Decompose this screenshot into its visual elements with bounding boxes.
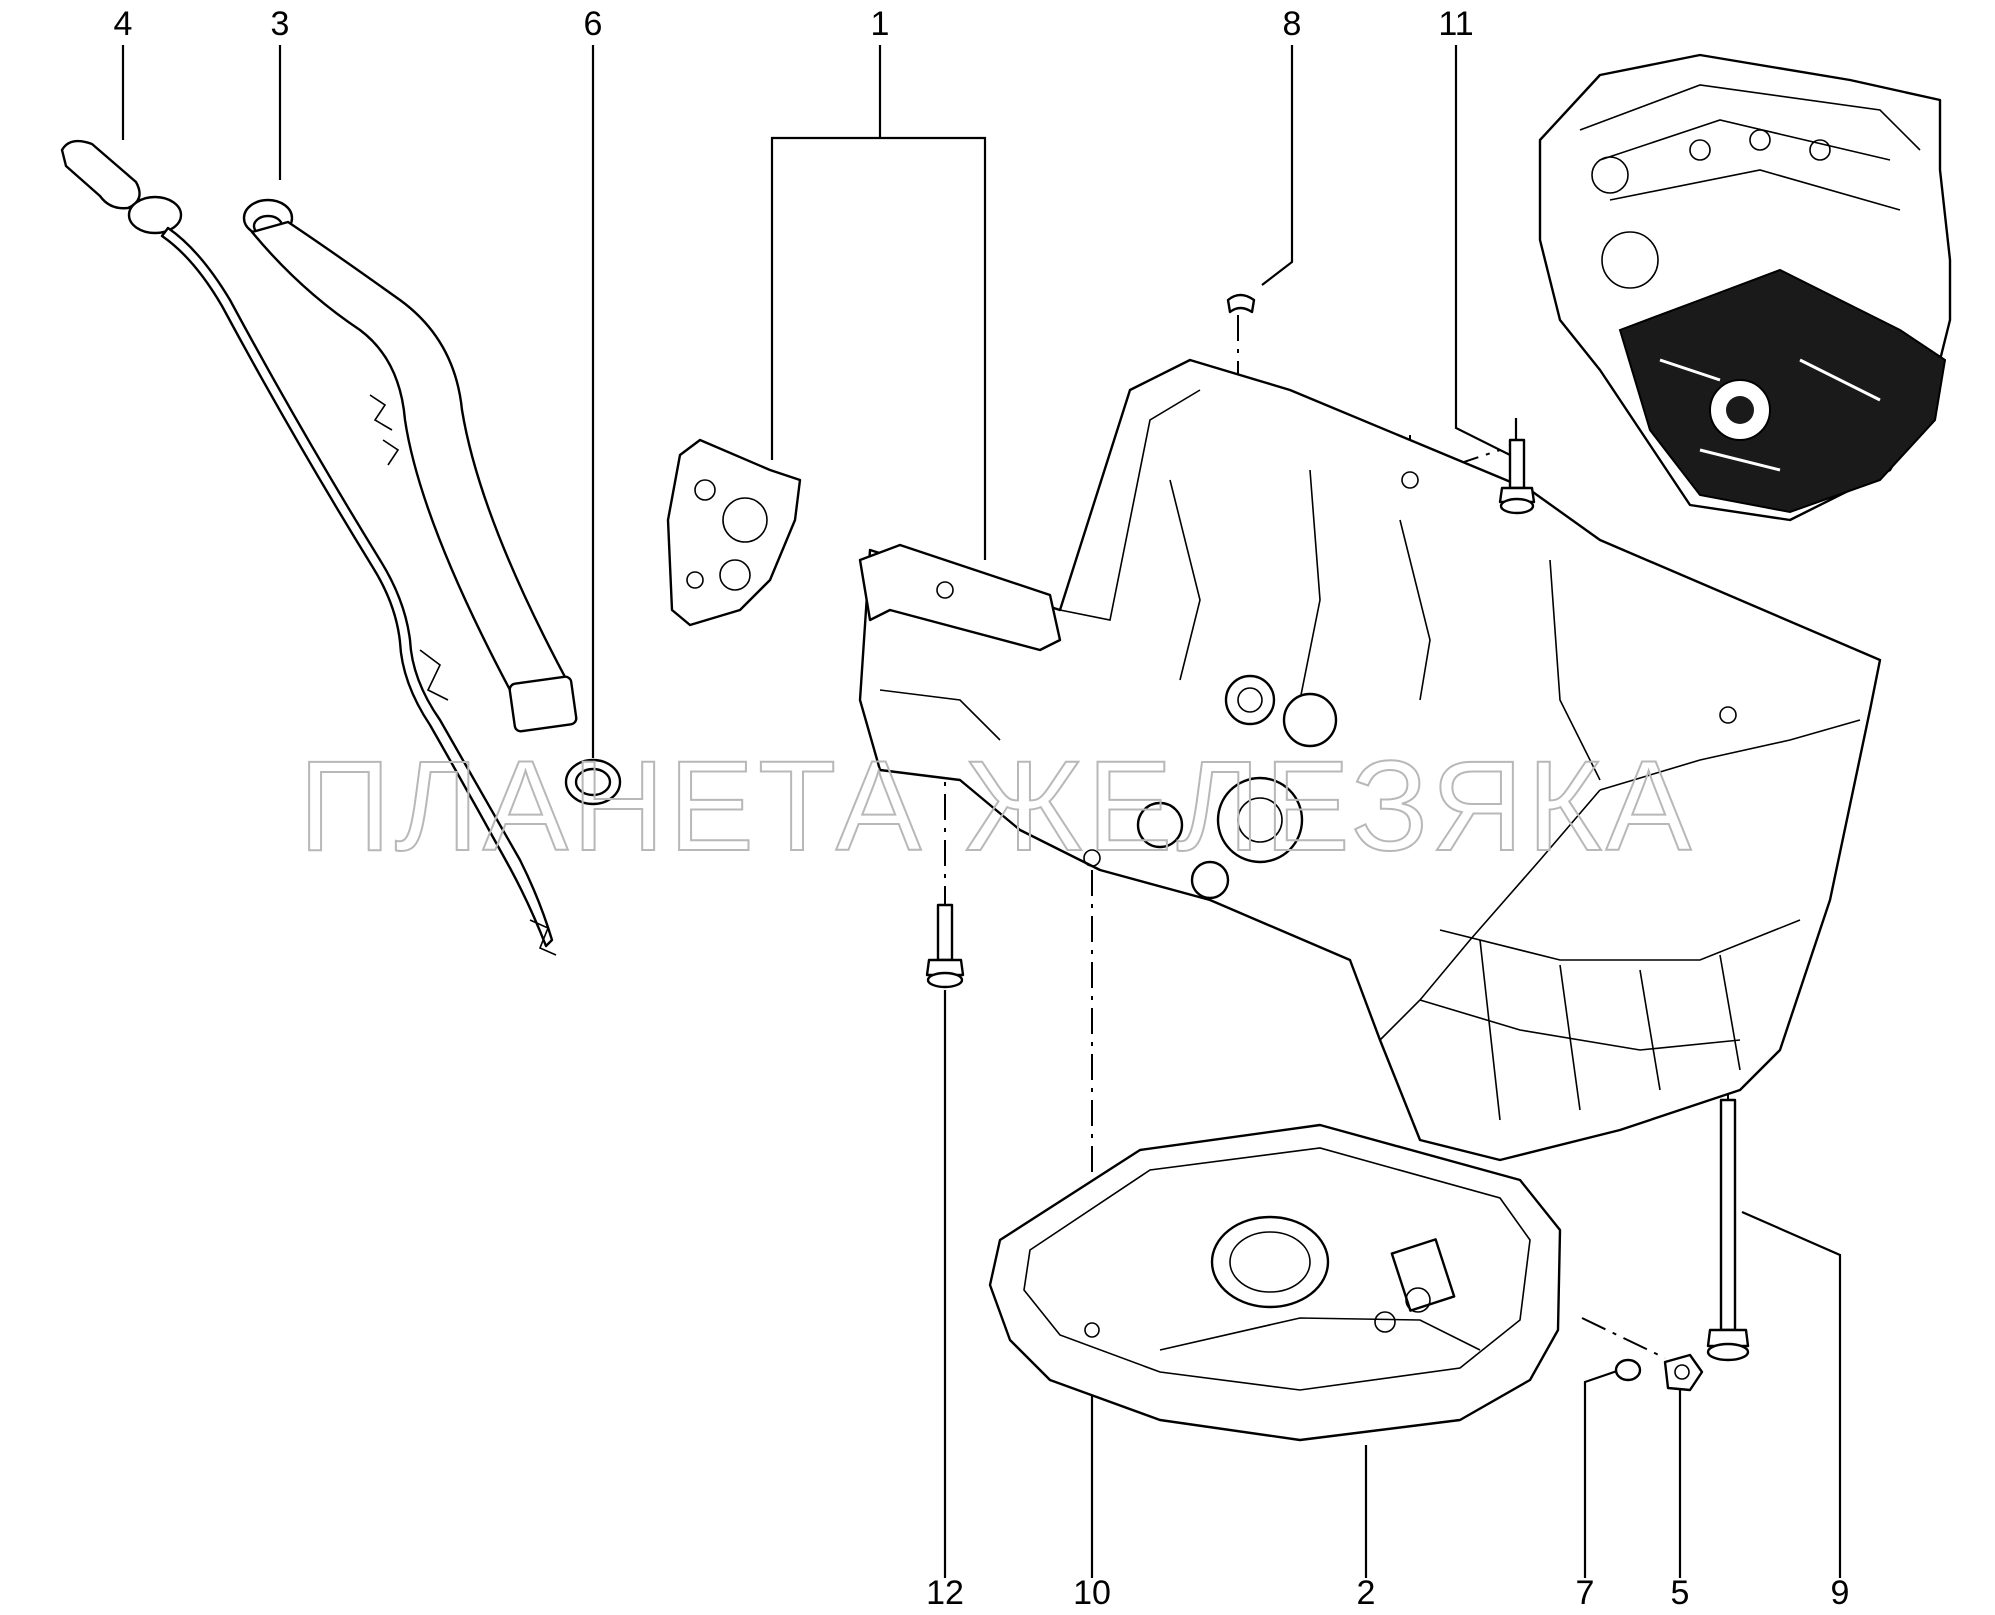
dipstick-guide-tube [242, 198, 578, 733]
dipstick [60, 139, 557, 956]
oil-pan [988, 1123, 1562, 1442]
bolt-12 [925, 903, 965, 989]
label-11: 11 [1438, 5, 1473, 43]
label-2: 2 [1357, 1574, 1376, 1612]
lower-crankcase-frame [858, 358, 1882, 1162]
label-4: 4 [114, 5, 133, 43]
watermark-text: ПЛАНЕТА ЖЕЛЕЗЯКА [299, 735, 1695, 878]
engine-overview-thumbnail [1538, 53, 1952, 522]
label-9: 9 [1831, 1574, 1850, 1612]
label-3: 3 [271, 5, 290, 43]
drain-plug [1663, 1353, 1704, 1392]
stud-bolt-9 [1706, 1098, 1750, 1362]
bolt-11 [1498, 438, 1536, 515]
clip-ring [1226, 293, 1256, 314]
label-7: 7 [1576, 1574, 1595, 1612]
label-12: 12 [926, 1574, 964, 1612]
label-1: 1 [871, 5, 890, 43]
drain-washer [1614, 1358, 1642, 1382]
gasket-plate [666, 438, 802, 627]
label-6: 6 [584, 5, 603, 43]
label-8: 8 [1283, 5, 1302, 43]
label-5: 5 [1671, 1574, 1690, 1612]
label-10: 10 [1073, 1574, 1111, 1612]
seal-ring [564, 758, 622, 806]
leader-lines [121, 45, 1842, 1578]
